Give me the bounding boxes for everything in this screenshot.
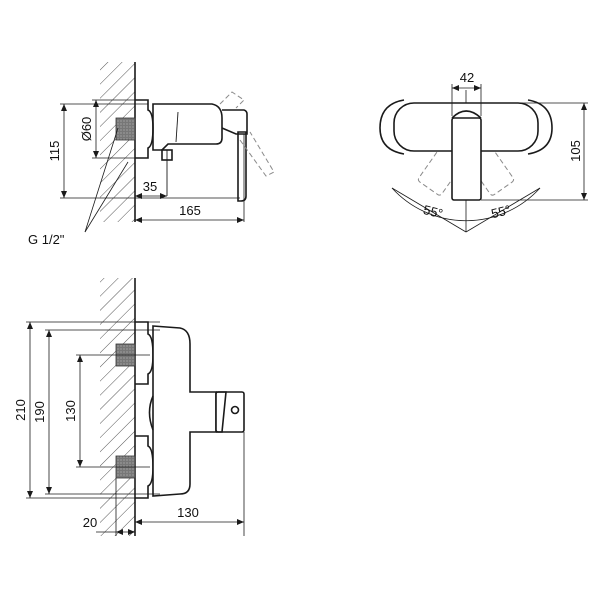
dim-210: 210: [13, 399, 28, 421]
cartridge-housing: [221, 109, 248, 135]
leader-1: [84, 127, 119, 233]
side-view: 115 Ø60 35 165 G 1/2": [28, 62, 275, 247]
angle-ray-left: [391, 187, 467, 233]
dim-130v: 130: [63, 400, 78, 422]
dim-diameter: Ø60: [79, 117, 94, 142]
dim-20: 20: [83, 515, 97, 530]
handle-ghost-down: [239, 131, 275, 177]
angle-ray-right: [465, 187, 541, 233]
leader-2: [84, 161, 129, 233]
handle-top: [451, 117, 482, 201]
dim-130h: 130: [177, 505, 199, 520]
handle-knob: [451, 110, 482, 119]
thread-label: G 1/2": [28, 232, 65, 247]
wall-hatch-side: [100, 62, 135, 222]
handle-indicator: [230, 405, 240, 415]
flange-top: [135, 321, 154, 385]
handle-ghost-up: [219, 91, 245, 109]
front-view: 210 190 130 20 130: [13, 278, 245, 536]
cap-right: [527, 99, 553, 155]
cap-left: [379, 99, 405, 155]
angle-left: 55°: [422, 202, 445, 221]
thread-inlet: [115, 117, 136, 141]
handle-front: [215, 391, 245, 433]
body-edge: [175, 111, 179, 143]
dim-115: 115: [47, 141, 62, 162]
mixer-body-side: [152, 103, 223, 151]
top-view: 42 105 55° 55°: [379, 70, 588, 233]
mixer-body-front: [152, 325, 217, 497]
flange: [135, 99, 154, 159]
handle-side: [237, 131, 247, 202]
angle-right: 55°: [490, 202, 513, 221]
wall-hatch-front: [100, 278, 135, 536]
body-curve: [148, 395, 154, 431]
handle-bevel: [216, 391, 227, 433]
dim-42: 42: [460, 70, 474, 85]
dim-105: 105: [568, 140, 583, 162]
dim-165: 165: [179, 203, 201, 218]
dim-35: 35: [143, 179, 157, 194]
dim-190: 190: [32, 401, 47, 423]
